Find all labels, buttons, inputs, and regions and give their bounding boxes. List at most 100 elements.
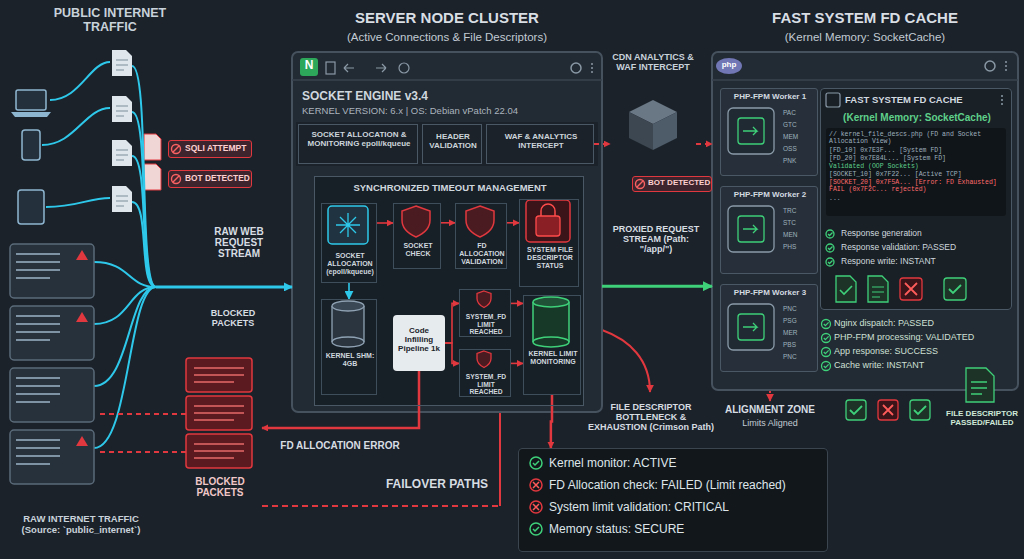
traffic-flow-lines: [94, 287, 156, 448]
worker-icons: [728, 206, 774, 252]
server-stack: [76, 312, 88, 322]
cache-panel-frame: [720, 88, 818, 176]
flow-connector: [348, 283, 350, 299]
status-panel-icons: [533, 461, 539, 465]
cache-panel-frame: [820, 88, 1012, 310]
node-text: MEM: [783, 133, 817, 140]
server-stack: [76, 436, 88, 446]
status-check-icons: [822, 334, 831, 343]
server-panel-frame: [591, 63, 593, 73]
node-text: SOCKET ALLOCATION (epoll/kqueue): [324, 252, 376, 275]
cache-icons: [826, 244, 834, 252]
result-icons: [966, 368, 994, 402]
cache-icons: [840, 286, 852, 294]
client-devices: [11, 112, 51, 117]
label-text: Nginx dispatch: PASSED: [834, 318, 1014, 328]
request-documents: [116, 60, 128, 70]
traffic-flow-lines: [132, 156, 156, 287]
node-text: PBS: [783, 341, 817, 348]
node-text: GTC: [783, 121, 817, 128]
process-icons: [402, 206, 430, 237]
blocked-packet-stack: [194, 368, 244, 458]
node-text: SOCKET ENGINE v3.4: [302, 90, 592, 103]
node-text: Respone write: INSTANT: [841, 257, 1009, 267]
result-icons: [850, 406, 862, 414]
node-text: SOCKET CHECK: [396, 242, 440, 258]
cache-icons: [944, 278, 966, 300]
traffic-flow-lines: [46, 198, 110, 207]
client-devices: [22, 130, 40, 160]
worker-icons: [743, 225, 757, 233]
process-icons: [533, 297, 569, 307]
node-text: [FD_20] 0x7E84L... [System FD]: [829, 155, 1005, 162]
server-panel-frame: [292, 52, 602, 412]
process-step: SOCKET CHECK: [393, 203, 441, 269]
failover-lines: [100, 451, 186, 453]
request-documents: [112, 50, 132, 76]
node-text: OSS: [783, 145, 817, 152]
failover-lines: [100, 413, 186, 415]
status-panel-icons: [530, 479, 542, 491]
status-panel-icons: [533, 527, 539, 531]
node-text: KERNEL LIMIT MONITORING: [526, 350, 580, 366]
server-stack: [16, 316, 60, 340]
cache-panel-frame: [1005, 61, 1007, 71]
node-text: (Active Connections & File Descriptors): [292, 31, 602, 44]
cache-icons: [826, 93, 1002, 302]
node-text: SYSTEM_FD LIMIT REACHED: [462, 313, 510, 336]
node-text: (Kernel Memory: SocketCache): [827, 112, 1007, 123]
node-text: SQLI ATTEMPT: [185, 144, 251, 154]
flow-connector: [156, 285, 292, 288]
engine-tab: HEADER VALIDATION: [422, 124, 482, 164]
status-check-icons: [824, 364, 829, 367]
flow-connector: [262, 371, 419, 428]
server-panel-frame: [296, 122, 598, 166]
process-icons: [328, 206, 368, 244]
flow-connector: [602, 285, 712, 288]
cache-icons: [900, 278, 922, 300]
label-text: FILE DESCRIPTOR BOTTLENECK & EXHAUSTION …: [588, 402, 714, 432]
node-text: FAST SYSTEM FD CACHE: [845, 95, 995, 106]
label-text: N: [300, 59, 318, 72]
cache-icons: [826, 93, 840, 107]
failover-lines: [499, 412, 501, 506]
node-text: CDN ANALYTICS & WAF INTERCEPT: [610, 52, 696, 72]
node-text: Code Infilling Pipeline 1k: [396, 327, 442, 354]
engine-tab: SOCKET ALLOCATION & MONITORING epoll/kqu…: [298, 124, 418, 164]
cache-icons: [872, 287, 884, 297]
process-icons: [332, 301, 364, 311]
server-stack: [10, 244, 94, 298]
node-text: BLOCKED PACKETS: [178, 476, 262, 498]
request-documents: [112, 186, 132, 212]
status-panel-icons: [530, 457, 542, 469]
process-icons: [477, 351, 491, 368]
status-panel: Kernel monitor: ACTIVEFD Allocation chec…: [518, 448, 828, 552]
traffic-flow-lines: [94, 262, 156, 287]
process-step: SOCKET ALLOCATION (epoll/kqueue): [321, 203, 377, 283]
node-text: PSG: [783, 317, 817, 324]
worker-box: PHP-FPM Worker 1PACGTCMEMOSSPNK: [720, 88, 818, 176]
cache-icons: [826, 258, 834, 266]
cache-panel-frame: [985, 61, 995, 71]
result-icons: [846, 400, 866, 420]
node-text: MEN: [783, 231, 817, 238]
node-text: PHP-FPM Worker 3: [721, 289, 819, 298]
server-panel-frame: [344, 64, 386, 72]
worker-icons: [743, 323, 757, 331]
cdn-cube: [653, 112, 677, 150]
server-panel-frame: [314, 176, 584, 406]
edge-label: FD ALLOCATION ERROR: [280, 440, 400, 451]
cache-panel-frame: [720, 186, 818, 274]
node-text: BOT DETECTED: [648, 179, 711, 188]
result-icons: [883, 405, 893, 415]
server-panel: SERVER NODE CLUSTER(Active Connections &…: [292, 6, 602, 412]
node-text: SYSTEM FILE DESCRIPTOR STATUS: [522, 246, 578, 269]
label-text: BLOCKED PACKETS: [196, 308, 270, 328]
node-text: [SOCKET_20] 0x7F5A... [Error: FD Exhaust…: [829, 179, 1005, 194]
label-text: ALIGNMENT ZONE: [718, 404, 822, 415]
cache-icons: [828, 233, 833, 236]
flow-connector: [377, 222, 393, 224]
result-icons: [878, 400, 898, 420]
node-text: RAW INTERNET TRAFFIC (Source: `public_in…: [6, 514, 156, 535]
